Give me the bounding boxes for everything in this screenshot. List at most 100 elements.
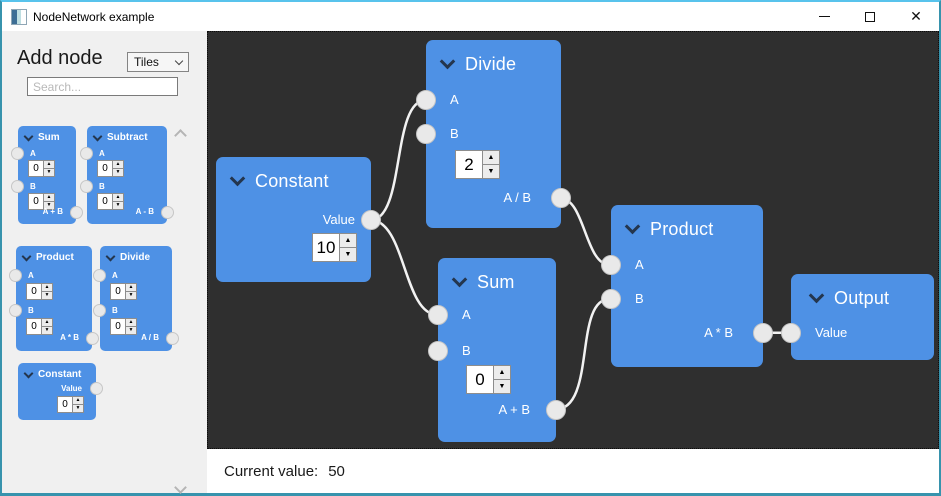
- spinner-up-icon[interactable]: ▲: [126, 284, 136, 292]
- app-icon[interactable]: [11, 8, 27, 25]
- tile-divide[interactable]: Divide A 0 ▲▼ B 0 ▲▼ A / B: [93, 246, 179, 351]
- input-port-b[interactable]: [11, 180, 24, 193]
- spinner-down-icon[interactable]: ▼: [494, 380, 510, 393]
- value-b-field[interactable]: 0: [111, 319, 125, 334]
- spinner-down-icon[interactable]: ▼: [42, 327, 52, 334]
- value-b-field[interactable]: 0: [467, 366, 493, 393]
- value-b-field[interactable]: 2: [456, 151, 482, 178]
- input-port-b[interactable]: [601, 289, 621, 309]
- node-output[interactable]: Output Value: [781, 274, 934, 360]
- input-port-b[interactable]: [9, 304, 22, 317]
- node-header[interactable]: Product: [624, 218, 713, 240]
- value-b-spinner: 0 ▲▼: [466, 365, 511, 394]
- value-field[interactable]: 0: [58, 397, 72, 412]
- value-a-field[interactable]: 0: [29, 161, 43, 176]
- tile-subtract[interactable]: Subtract A 0 ▲▼ B 0 ▲▼ A - B: [80, 126, 174, 224]
- spinner-up-icon[interactable]: ▲: [73, 397, 83, 405]
- input-port-a[interactable]: [601, 255, 621, 275]
- spinner-up-icon[interactable]: ▲: [126, 319, 136, 327]
- input-port-b[interactable]: [80, 180, 93, 193]
- spinner-up-icon[interactable]: ▲: [113, 161, 123, 169]
- node-title: Output: [834, 288, 890, 308]
- output-port[interactable]: [90, 382, 103, 395]
- tile-sum[interactable]: Sum A 0 ▲▼ B 0 ▲▼ A + B: [11, 126, 83, 224]
- output-port[interactable]: [361, 210, 381, 230]
- value-b-spinner: 0 ▲▼: [26, 318, 53, 335]
- input-port-b[interactable]: [416, 124, 436, 144]
- node-title: Constant: [255, 171, 329, 191]
- value-a-spinner: 0 ▲▼: [97, 160, 124, 177]
- spinner-up-icon[interactable]: ▲: [44, 161, 54, 169]
- input-port-value[interactable]: [781, 323, 801, 343]
- wire-constant-to-sum-a[interactable]: [369, 218, 439, 317]
- spinner-down-icon[interactable]: ▼: [126, 292, 136, 299]
- output-port[interactable]: [753, 323, 773, 343]
- spinner-down-icon[interactable]: ▼: [483, 165, 499, 178]
- search-input[interactable]: [27, 77, 178, 96]
- value-a-field[interactable]: 0: [27, 284, 41, 299]
- node-header[interactable]: Output: [808, 287, 890, 309]
- input-port-b[interactable]: [93, 304, 106, 317]
- tile-constant[interactable]: Constant Value 0 ▲▼: [18, 363, 103, 420]
- spinner-down-icon[interactable]: ▼: [113, 202, 123, 209]
- spinner-up-icon[interactable]: ▲: [42, 319, 52, 327]
- input-port-b[interactable]: [428, 341, 448, 361]
- input-port-a[interactable]: [93, 269, 106, 282]
- output-port[interactable]: [86, 332, 99, 345]
- view-mode-dropdown[interactable]: Tiles: [127, 52, 189, 72]
- wire-constant-to-divide-a[interactable]: [369, 99, 427, 222]
- input-port-a[interactable]: [428, 305, 448, 325]
- value-b-field[interactable]: 0: [29, 194, 43, 209]
- output-port[interactable]: [161, 206, 174, 219]
- value-field[interactable]: 10: [313, 234, 339, 261]
- value-b-field[interactable]: 0: [98, 194, 112, 209]
- spinner-up-icon[interactable]: ▲: [44, 194, 54, 202]
- spinner-up-icon[interactable]: ▲: [42, 284, 52, 292]
- spinner-down-icon[interactable]: ▼: [44, 169, 54, 176]
- spinner-down-icon[interactable]: ▼: [44, 202, 54, 209]
- node-graph-canvas[interactable]: Constant Value 10 ▲▼ Divide: [207, 31, 939, 449]
- titlebar[interactable]: NodeNetwork example ✕: [2, 2, 939, 31]
- statusbar: Current value: 50: [207, 449, 939, 493]
- output-port[interactable]: [166, 332, 179, 345]
- output-port[interactable]: [546, 400, 566, 420]
- output-port[interactable]: [551, 188, 571, 208]
- tile-header: Constant: [23, 368, 82, 380]
- spinner-up-icon[interactable]: ▲: [483, 151, 499, 165]
- scroll-down-icon[interactable]: [174, 481, 187, 494]
- minimize-button[interactable]: [801, 2, 847, 31]
- port-a-label: A: [462, 307, 471, 322]
- node-header[interactable]: Divide: [439, 53, 516, 75]
- value-b-field[interactable]: 0: [27, 319, 41, 334]
- maximize-button[interactable]: [847, 2, 893, 31]
- node-sum[interactable]: Sum A B 0 ▲▼ A + B: [428, 258, 566, 442]
- scroll-up-icon[interactable]: [174, 129, 187, 142]
- node-constant[interactable]: Constant Value 10 ▲▼: [216, 157, 381, 282]
- node-header[interactable]: Constant: [229, 170, 329, 192]
- spinner-down-icon[interactable]: ▼: [340, 248, 356, 261]
- close-button[interactable]: ✕: [910, 8, 922, 24]
- view-mode-value: Tiles: [134, 55, 159, 69]
- spinner-up-icon[interactable]: ▲: [494, 366, 510, 380]
- value-a-field[interactable]: 0: [111, 284, 125, 299]
- node-divide[interactable]: Divide A B 2 ▲▼ A / B: [416, 40, 571, 228]
- spinner-down-icon[interactable]: ▼: [113, 169, 123, 176]
- node-header[interactable]: Sum: [451, 271, 515, 293]
- input-port-a[interactable]: [11, 147, 24, 160]
- tile-title: Constant: [38, 369, 82, 380]
- spinner-down-icon[interactable]: ▼: [126, 327, 136, 334]
- wire-sum-to-product-b[interactable]: [553, 297, 612, 411]
- wire-divide-to-product-a[interactable]: [558, 196, 612, 267]
- input-port-a[interactable]: [80, 147, 93, 160]
- spinner-up-icon[interactable]: ▲: [113, 194, 123, 202]
- input-port-a[interactable]: [9, 269, 22, 282]
- spinner-down-icon[interactable]: ▼: [42, 292, 52, 299]
- input-port-a[interactable]: [416, 90, 436, 110]
- tile-product[interactable]: Product A 0 ▲▼ B 0 ▲▼ A * B: [9, 246, 99, 351]
- value-spinner: 10 ▲▼: [312, 233, 357, 262]
- value-a-field[interactable]: 0: [98, 161, 112, 176]
- spinner-up-icon[interactable]: ▲: [340, 234, 356, 248]
- output-port[interactable]: [70, 206, 83, 219]
- spinner-down-icon[interactable]: ▼: [73, 405, 83, 412]
- node-product[interactable]: Product A B A * B: [601, 205, 773, 367]
